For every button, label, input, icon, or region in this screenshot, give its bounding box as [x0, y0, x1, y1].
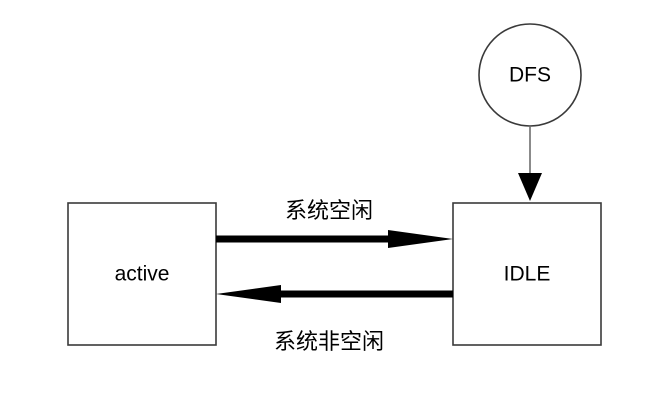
edge-active-to-idle-arrowhead-icon: [388, 230, 453, 248]
node-idle-box[interactable]: [452, 202, 602, 346]
node-active-box[interactable]: [67, 202, 217, 346]
edge-idle-to-active-arrowhead-icon: [216, 285, 281, 303]
edge-idle-to-active-label: 系统非空闲: [274, 330, 384, 355]
node-active-label: active: [115, 263, 170, 286]
node-idle-label: IDLE: [504, 263, 551, 286]
edge-active-to-idle-label: 系统空闲: [285, 199, 373, 224]
node-dfs-label: DFS: [509, 64, 551, 87]
edge-dfs-to-idle-arrowhead-icon: [518, 173, 542, 201]
